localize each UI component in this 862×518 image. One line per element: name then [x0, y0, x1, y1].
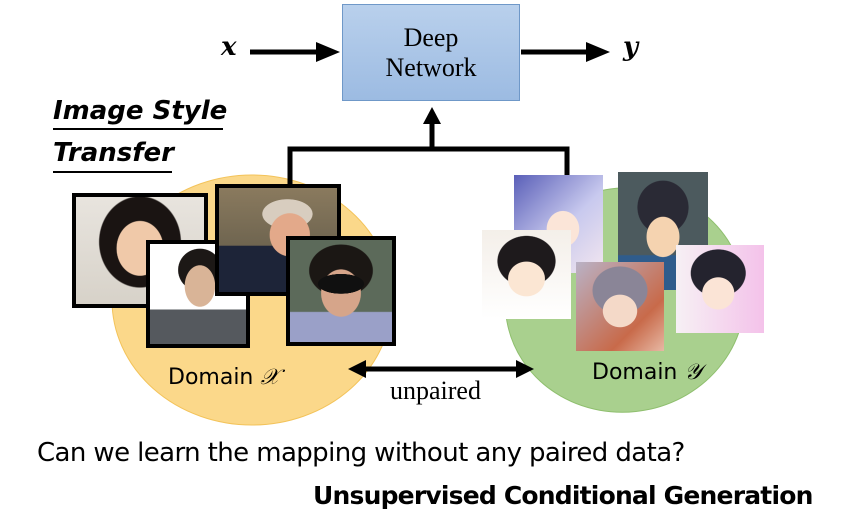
section-title-line2: Transfer [53, 138, 174, 168]
section-title-line1: Image Style [53, 96, 228, 126]
section-title: Image Style Transfer [53, 94, 227, 170]
unpaired-arrowhead-left [348, 360, 366, 378]
input-variable: x [221, 32, 237, 62]
output-arrowhead [586, 42, 610, 62]
domain-y-label-text: Domain [592, 360, 678, 385]
network-label-line2: Network [385, 52, 477, 82]
input-arrowhead [316, 42, 340, 62]
question-text: Can we learn the mapping without any pai… [37, 438, 685, 468]
domain-x-symbol: 𝒳 [260, 365, 280, 390]
domain-x-label: Domain 𝒳 [168, 365, 279, 390]
unpaired-arrowhead-right [516, 360, 534, 378]
domain-y-image-4 [576, 262, 664, 351]
domain-x-label-text: Domain [168, 365, 254, 390]
domain-y-image-5 [676, 245, 764, 333]
output-variable: y [623, 32, 639, 62]
domain-x-photo-4 [286, 236, 396, 346]
domain-y-label: Domain 𝒴 [592, 360, 702, 385]
unpaired-label: unpaired [390, 376, 481, 405]
network-label-line1: Deep [403, 22, 459, 52]
domain-y-symbol: 𝒴 [684, 360, 702, 385]
domain-y-image-3 [482, 230, 571, 319]
subtitle-text: Unsupervised Conditional Generation [313, 481, 813, 510]
deep-network-box: Deep Network [342, 4, 520, 101]
connector-up-arrowhead [423, 107, 441, 124]
domain-connector [287, 146, 570, 188]
